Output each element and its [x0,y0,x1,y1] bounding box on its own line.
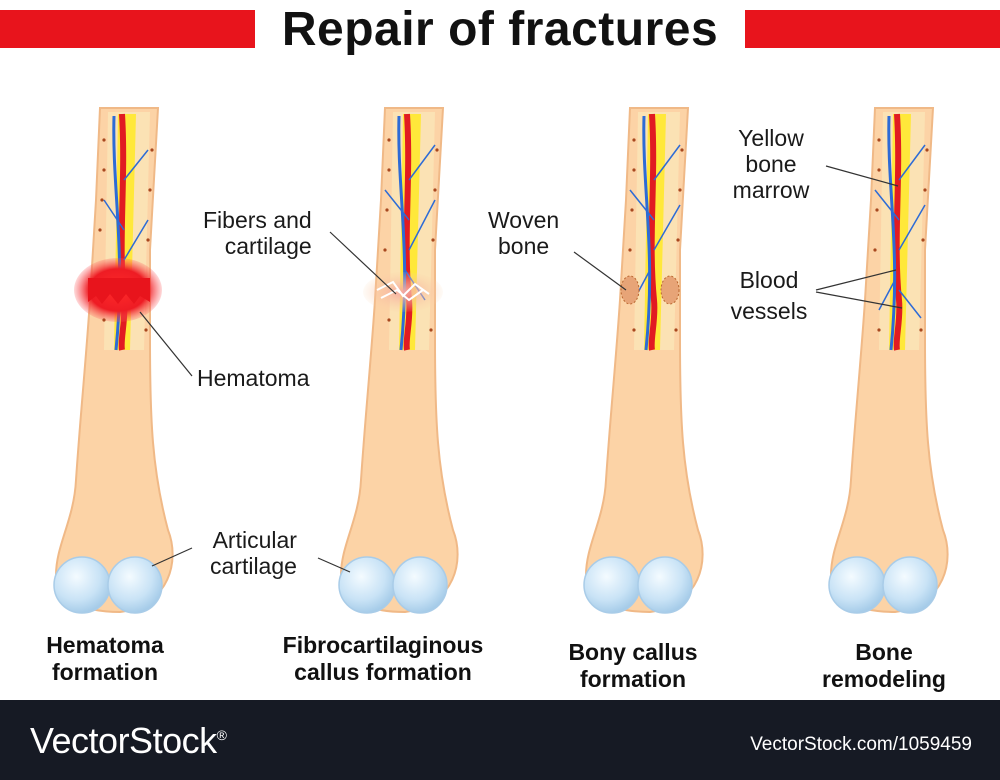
leader-blood-vessels-2 [815,291,903,309]
hematoma-clot [88,278,150,304]
image-credit: VectorStock.com/1059459 [750,734,972,755]
articular-cartilage-right [107,556,163,614]
label-fibers-cartilage: Fibers and cartilage [203,207,312,259]
bone-bony-callus [583,107,704,614]
bone-remodeling [828,107,949,614]
brand-logo: VectorStock® [30,720,227,762]
label-hematoma: Hematoma [197,365,310,391]
fibrocartilage-callus [363,272,443,312]
vessel-branch [103,149,149,261]
stage-bone-remodeling: Bone remodeling [822,639,946,692]
woven-bone-left [620,275,640,305]
stage-bony-callus: Bony callus formation [568,639,698,692]
label-yellow-bone-marrow: Yellow bone marrow [732,125,810,203]
page-title: Repair of fractures [281,3,719,56]
articular-cartilage-left [53,556,111,614]
leader-lines [139,165,903,573]
label-blood-vessels: Blood vessels [730,267,808,324]
bone-hematoma-formation [53,107,174,614]
leader-yellow-marrow [825,165,899,187]
footer-bar: VectorStock® VectorStock.com/1059459 [0,700,1000,780]
leader-articular-2 [317,557,351,573]
brand-name: VectorStock [30,720,217,761]
title-bar-left [0,10,255,48]
leader-woven-bone [573,251,627,291]
fibers [376,280,430,302]
leader-fibers [329,231,397,295]
bone-cells [98,138,154,332]
title-bar-right [745,10,1000,48]
stage-hematoma-formation: Hematoma formation [46,632,164,685]
leader-articular-1 [151,547,193,567]
woven-bone-right [660,275,680,305]
leader-hematoma [139,311,193,377]
bone-fibrocartilaginous-callus [338,107,459,614]
fracture-repair-diagram [53,107,949,614]
label-articular-cartilage: Articular cartilage [210,527,297,579]
stage-fibrocartilaginous-callus: Fibrocartilaginous callus formation [282,632,484,685]
leader-blood-vessels-1 [815,269,897,291]
trademark: ® [216,727,227,743]
label-woven-bone: Woven bone [488,207,560,259]
